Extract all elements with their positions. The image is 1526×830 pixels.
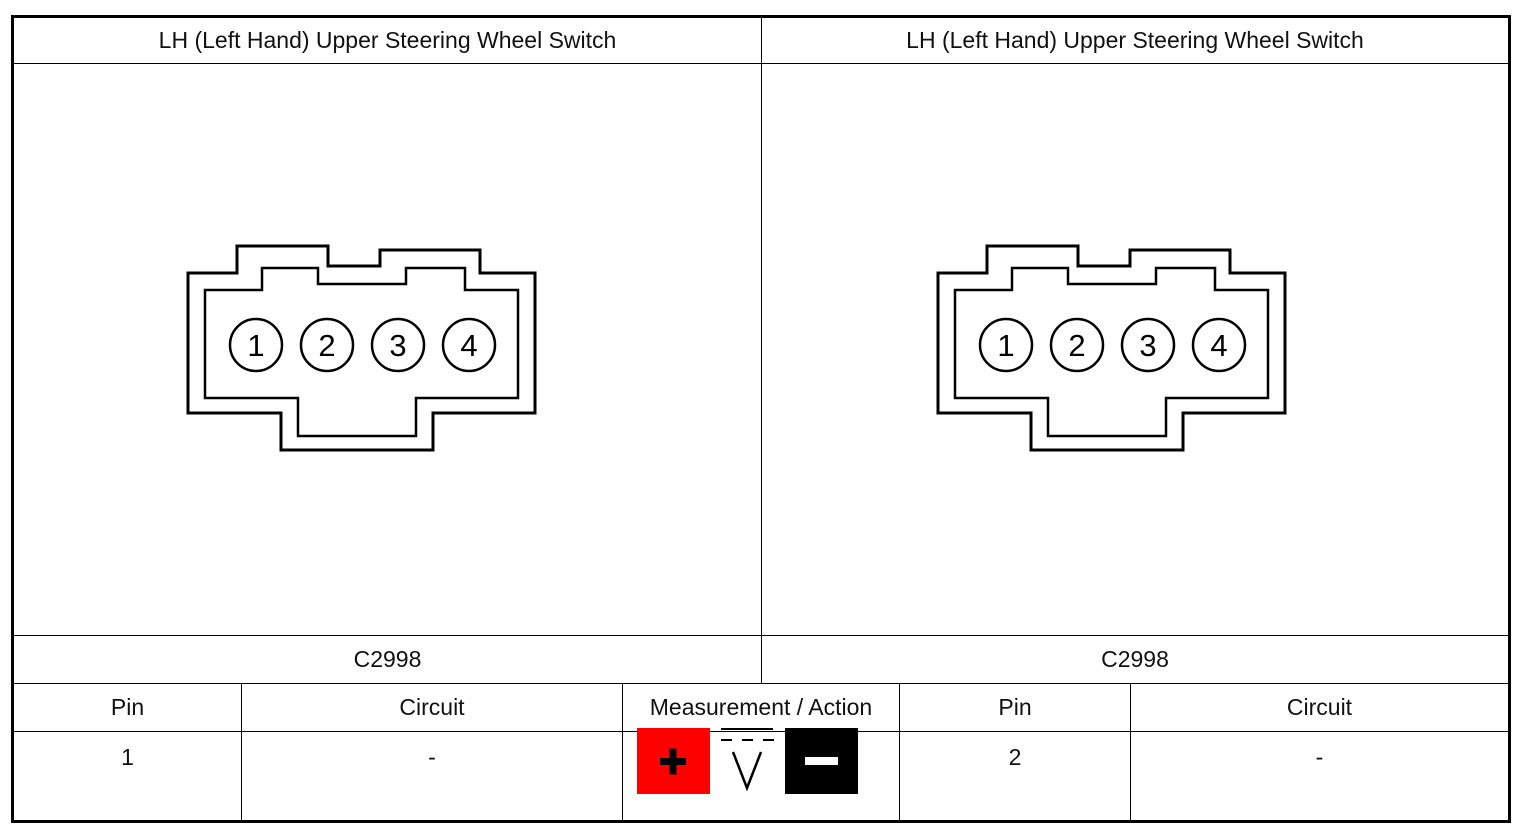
- positive-probe-icon: [637, 728, 710, 794]
- dc-voltage-icon: [721, 728, 774, 792]
- pin-4-label: 4: [1210, 328, 1227, 363]
- pin-3-circle: [1120, 317, 1176, 373]
- value-circuit-right: -: [1315, 744, 1324, 770]
- connector-sheet: LH (Left Hand) Upper Steering Wheel Swit…: [11, 15, 1511, 823]
- pin-2-label: 2: [318, 328, 335, 363]
- header-pin-right: Pin: [998, 694, 1032, 720]
- pin-1-circle: [978, 317, 1034, 373]
- pin-2-label: 2: [1068, 328, 1085, 363]
- header-measurement: Measurement / Action: [649, 694, 873, 720]
- pin-2-circle: [1049, 317, 1105, 373]
- header-pin-left: Pin: [110, 694, 145, 720]
- connector-diagram-left: 1 2 3 4: [186, 244, 537, 452]
- divider-vertical-top: [761, 18, 762, 684]
- measurement-icons: [637, 728, 858, 794]
- divider-connector-row: [14, 683, 1508, 684]
- header-circuit-left: Circuit: [399, 694, 465, 720]
- connector-diagram-right: 1 2 3 4: [936, 244, 1287, 452]
- value-circuit-left: -: [428, 744, 436, 770]
- connector-housing-inner: [203, 266, 520, 438]
- divider-header-row: [14, 731, 1508, 732]
- header-circuit-right: Circuit: [1286, 694, 1353, 720]
- connector-housing-outer: [186, 244, 537, 452]
- negative-probe-icon: [785, 728, 858, 794]
- divider-measurement: [899, 683, 900, 820]
- divider-circuit-left: [622, 683, 623, 820]
- pin-3-label: 3: [1139, 328, 1156, 363]
- divider-diagram-bottom: [14, 635, 1508, 636]
- value-pin-left: 1: [121, 744, 134, 770]
- pin-circle-group: 1 2 3 4: [978, 317, 1247, 373]
- pin-4-circle: [441, 317, 497, 373]
- pin-4-circle: [1191, 317, 1247, 373]
- connector-housing-outer: [936, 244, 1287, 452]
- pin-1-label: 1: [997, 328, 1014, 363]
- diagram-title-left: LH (Left Hand) Upper Steering Wheel Swit…: [158, 27, 617, 53]
- divider-title-row: [14, 63, 1508, 64]
- pin-2-circle: [299, 317, 355, 373]
- pin-1-label: 1: [247, 328, 264, 363]
- diagram-title-right: LH (Left Hand) Upper Steering Wheel Swit…: [906, 27, 1364, 53]
- pin-circle-group: 1 2 3 4: [228, 317, 497, 373]
- pin-3-label: 3: [389, 328, 406, 363]
- pin-3-circle: [370, 317, 426, 373]
- connector-id-left: C2998: [353, 646, 422, 672]
- connector-housing-inner: [953, 266, 1270, 438]
- value-pin-right: 2: [1008, 744, 1022, 770]
- pin-1-circle: [228, 317, 284, 373]
- connector-id-right: C2998: [1101, 646, 1169, 672]
- pin-4-label: 4: [460, 328, 477, 363]
- divider-pin-left: [241, 683, 242, 820]
- divider-pin-right: [1130, 683, 1131, 820]
